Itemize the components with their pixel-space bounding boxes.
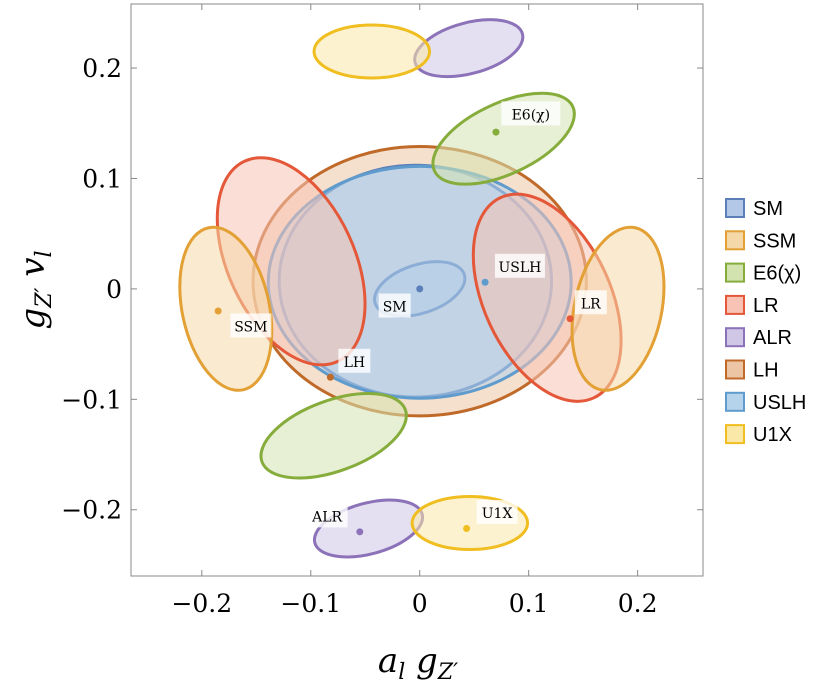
legend-swatch-lr — [725, 294, 745, 315]
y-axis-label: gZ′ vl — [13, 250, 57, 329]
point-label-bg — [494, 253, 545, 278]
point-label-lr: LR — [581, 296, 601, 312]
point-label-sm: SM — [383, 300, 407, 316]
legend-swatch-u1x — [725, 424, 745, 445]
point-label-lh: LH — [344, 355, 366, 371]
x-tick-label: 0 — [412, 589, 428, 618]
point-label-bg — [230, 313, 272, 338]
y-tick-label: 0.1 — [82, 164, 122, 193]
y-axis-ticks: −0.2 −0.1 0 0.1 0.2 — [61, 54, 703, 525]
legend-swatch-ssm — [725, 230, 745, 251]
point-e6 — [492, 128, 500, 136]
legend-label-e6: E6(χ) — [753, 263, 801, 285]
legend-swatch-uslh — [725, 391, 745, 412]
y-tick-label: −0.1 — [61, 385, 122, 414]
region-alr — [312, 498, 425, 559]
legend-swatch-e6 — [725, 262, 745, 283]
y-tick-label: 0 — [106, 275, 122, 304]
legend-label-lh: LH — [753, 360, 779, 382]
legend-label-alr: ALR — [753, 327, 792, 349]
point-ssm — [214, 307, 222, 315]
legend-swatch-alr — [725, 327, 745, 348]
legend-swatch-lh — [725, 359, 745, 380]
legend-label-u1x: U1X — [753, 424, 792, 446]
region-u1x — [312, 23, 432, 80]
x-tick-label: 0.2 — [618, 589, 658, 618]
point-label-ssm: SSM — [234, 319, 267, 335]
point-lr — [566, 315, 574, 323]
legend-label-lr: LR — [753, 295, 779, 317]
region-ssm — [178, 225, 274, 392]
point-label-bg — [574, 290, 607, 315]
legend-label-ssm: SSM — [753, 230, 796, 252]
legend: SM SSM E6(χ) LR ALR LH USLH U1X — [725, 198, 806, 446]
point-u1x — [463, 525, 471, 533]
region-e6 — [259, 392, 408, 480]
x-axis-ticks: −0.2 −0.1 0 0.1 0.2 — [171, 4, 658, 618]
point-label-bg — [476, 500, 518, 525]
point-label-uslh: USLH — [499, 260, 542, 276]
point-label-bg — [338, 348, 371, 373]
point-alr — [356, 528, 364, 536]
point-label-u1x: U1X — [482, 506, 513, 522]
plot-frame — [130, 3, 704, 577]
x-tick-label: −0.1 — [280, 589, 341, 618]
point-label-alr: ALR — [311, 509, 342, 525]
y-tick-label: −0.2 — [61, 496, 122, 525]
x-tick-label: 0.1 — [509, 589, 549, 618]
point-label-bg — [306, 503, 348, 528]
point-lh — [326, 373, 334, 381]
legend-label-uslh: USLH — [753, 392, 806, 414]
y-tick-label: 0.2 — [82, 54, 122, 83]
point-sm — [416, 285, 424, 293]
point-label-bg — [501, 101, 561, 126]
legend-swatch-sm — [725, 198, 745, 218]
point-uslh — [481, 278, 489, 286]
point-label-bg — [378, 293, 411, 318]
benchmark-labels: SM SSM E6(χ) LR ALR LH USLH U1X — [230, 101, 607, 528]
legend-label-sm: SM — [753, 198, 783, 220]
x-tick-label: −0.2 — [171, 589, 232, 618]
point-label-e6: E6(χ) — [512, 107, 551, 123]
benchmark-points — [214, 128, 574, 536]
x-axis-label: al gZ′ — [378, 641, 458, 681]
